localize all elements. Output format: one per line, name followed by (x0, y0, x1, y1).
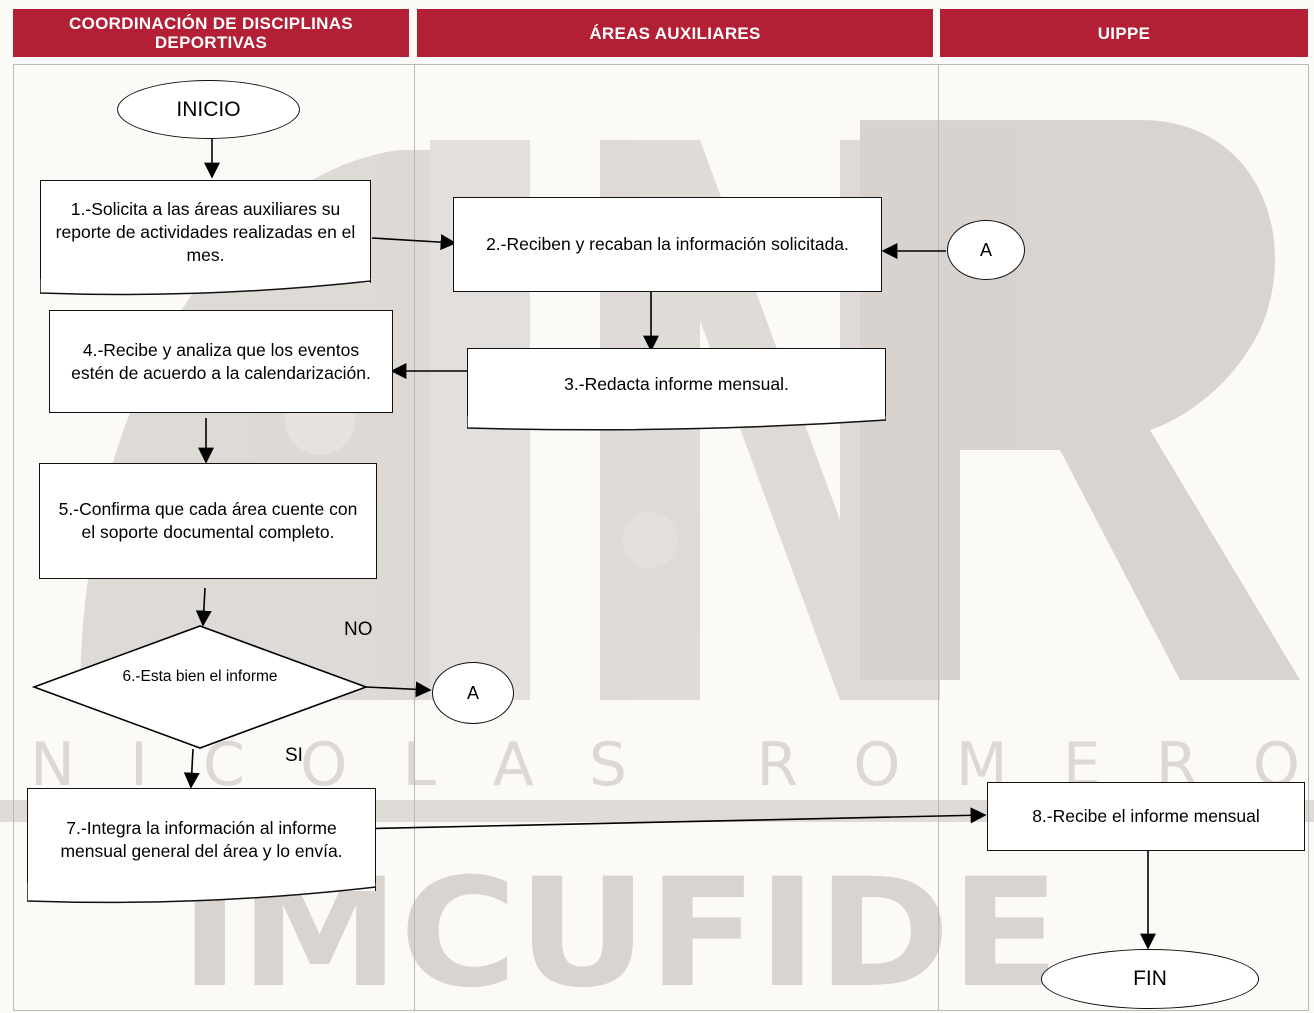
connector-a-left: A (432, 662, 514, 724)
step-4-text: 4.-Recibe y analiza que los eventos esté… (71, 339, 371, 383)
step-2-process: 2.-Reciben y recaban la información soli… (453, 197, 882, 292)
step-7-document: 7.-Integra la información al informe men… (26, 788, 376, 904)
arrow-5-to-6 (195, 587, 212, 627)
step-5-process: 5.-Confirma que cada área cuente con el … (39, 463, 377, 579)
step-4-process: 4.-Recibe y analiza que los eventos esté… (49, 310, 393, 413)
lane-header-areas-auxiliares: ÁREAS AUXILIARES (417, 9, 933, 57)
step-2-text: 2.-Reciben y recaban la información soli… (486, 234, 849, 254)
start-terminal: INICIO (117, 80, 300, 139)
lane-header-uippe: UIPPE (940, 9, 1308, 57)
lane-divider-1 (414, 64, 415, 1010)
swimlane-frame (13, 64, 1309, 1011)
step-8-text: 8.-Recibe el informe mensual (1032, 806, 1260, 826)
arrow-7-to-8 (349, 807, 987, 830)
decision-diamond (31, 625, 369, 749)
decision-si-label: SI (285, 745, 303, 766)
step-8-process: 8.-Recibe el informe mensual (987, 782, 1305, 851)
end-terminal: FIN (1041, 949, 1259, 1009)
arrow-6-to-a (365, 681, 432, 698)
step-5-text: 5.-Confirma que cada área cuente con el … (58, 499, 358, 542)
arrow-1-to-2 (371, 234, 457, 251)
arrow-6-to-7 (183, 748, 200, 789)
step-1-text: 1.-Solicita a las áreas auxiliares su re… (55, 198, 356, 265)
lane-divider-2 (938, 64, 939, 1010)
step-7-text: 7.-Integra la información al informe men… (60, 818, 343, 861)
step-3-document: 3.-Redacta informe mensual. (466, 348, 886, 431)
connector-a-right: A (947, 220, 1025, 280)
decision-no-label: NO (344, 619, 373, 640)
decision-text: 6.-Esta bien el informe (122, 668, 278, 685)
step-3-text: 3.-Redacta informe mensual. (564, 374, 789, 394)
step-1-document: 1.-Solicita a las áreas auxiliares su re… (39, 180, 371, 296)
lane-header-coordinacion: COORDINACIÓN DE DISCIPLINAS DEPORTIVAS (13, 9, 409, 57)
